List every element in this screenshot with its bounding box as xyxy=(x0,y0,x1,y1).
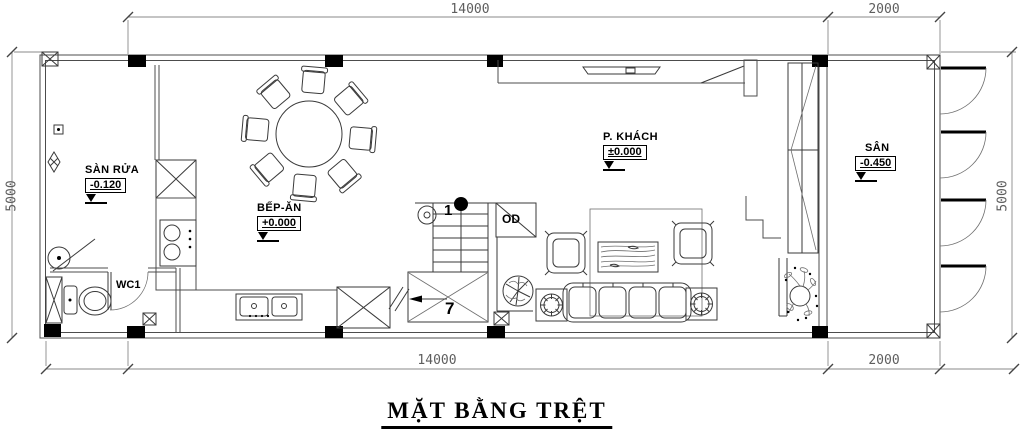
armchair-left xyxy=(544,230,588,276)
wardrobe-label: OD xyxy=(502,212,520,226)
room-label-wc: WC1 xyxy=(116,279,141,291)
tv-icon xyxy=(582,66,661,75)
wash-area xyxy=(47,65,160,272)
wc-door-arc xyxy=(109,271,149,311)
sink-icon xyxy=(235,293,303,321)
wc-room xyxy=(45,267,181,332)
structural-columns xyxy=(41,51,941,339)
room-name: BẾP-ĂN xyxy=(257,202,302,214)
plant-pot-right xyxy=(685,287,718,321)
room-name: SÂN xyxy=(865,142,890,154)
handrail-volute-icon xyxy=(417,205,437,225)
dim-right-side: 5000 xyxy=(995,180,1011,212)
stair-treads xyxy=(433,213,488,263)
dining-table xyxy=(240,65,378,203)
room-label-wash-area: SÀN RỬA -0.120 xyxy=(85,164,139,204)
shaft-box xyxy=(45,276,63,324)
outer-walls xyxy=(39,54,941,339)
room-name: SÀN RỬA xyxy=(85,164,140,176)
tall-cabinet xyxy=(787,62,819,254)
staircase xyxy=(388,197,536,323)
wall-fixture-icon xyxy=(53,124,64,135)
shelf xyxy=(778,258,788,317)
dim-left-side: 5000 xyxy=(4,180,20,212)
room-label-kitchen: BẾP-ĂN +0.000 xyxy=(257,202,302,242)
plant-pot-left xyxy=(535,288,568,322)
corner-column-boxes xyxy=(41,51,941,339)
wall-wash-kitchen xyxy=(154,65,160,160)
washing-drain-icon xyxy=(47,238,96,272)
plan-title: MẶT BẰNG TRỆT xyxy=(381,398,613,429)
room-name: P. KHÁCH xyxy=(603,131,658,143)
level-value: -0.120 xyxy=(85,178,127,193)
wall-jog xyxy=(745,196,781,239)
room-label-living-room: P. KHÁCH ±0.000 xyxy=(603,131,658,171)
exhaust-fan-icon xyxy=(142,312,157,326)
level-marker-icon xyxy=(257,232,279,242)
level-marker-icon xyxy=(603,161,625,171)
break-line xyxy=(388,286,410,312)
decor-plant-icon xyxy=(783,266,819,322)
wardrobe-box xyxy=(493,202,537,326)
stair-last-step-number: 7 xyxy=(445,299,455,318)
coffee-table xyxy=(597,241,659,273)
folding-gate-doors xyxy=(939,66,987,313)
armchair-right xyxy=(671,220,715,267)
dim-bottom-right: 2000 xyxy=(868,353,900,368)
tree-plant-icon xyxy=(502,275,534,307)
valve-icon xyxy=(47,151,61,173)
level-marker-icon xyxy=(85,194,107,204)
dim-top-main: 14000 xyxy=(450,2,490,17)
level-marker-icon xyxy=(855,172,877,182)
shaft-column-box xyxy=(155,159,197,199)
counter-end-box xyxy=(336,286,391,329)
stove-icon xyxy=(159,219,197,267)
stair-first-step-number: 1 xyxy=(444,202,453,219)
dim-top-right: 2000 xyxy=(868,2,900,17)
kitchen xyxy=(155,159,391,329)
toilet-icon xyxy=(63,285,112,316)
level-value: -0.450 xyxy=(855,156,897,171)
living-room xyxy=(535,208,718,323)
level-value: ±0.000 xyxy=(603,145,647,160)
wall-living-yard xyxy=(818,67,828,326)
stair-landing xyxy=(407,271,489,323)
level-value: +0.000 xyxy=(257,216,301,231)
dimension-lines xyxy=(6,11,1020,375)
dim-bottom-main: 14000 xyxy=(417,353,457,368)
room-label-yard: SÂN -0.450 xyxy=(855,142,897,182)
stair-start-dot xyxy=(454,197,468,211)
rug-outline xyxy=(589,208,703,317)
side-cabinet xyxy=(745,62,819,322)
dining-chairs xyxy=(240,65,378,203)
tv-niche xyxy=(497,59,758,97)
